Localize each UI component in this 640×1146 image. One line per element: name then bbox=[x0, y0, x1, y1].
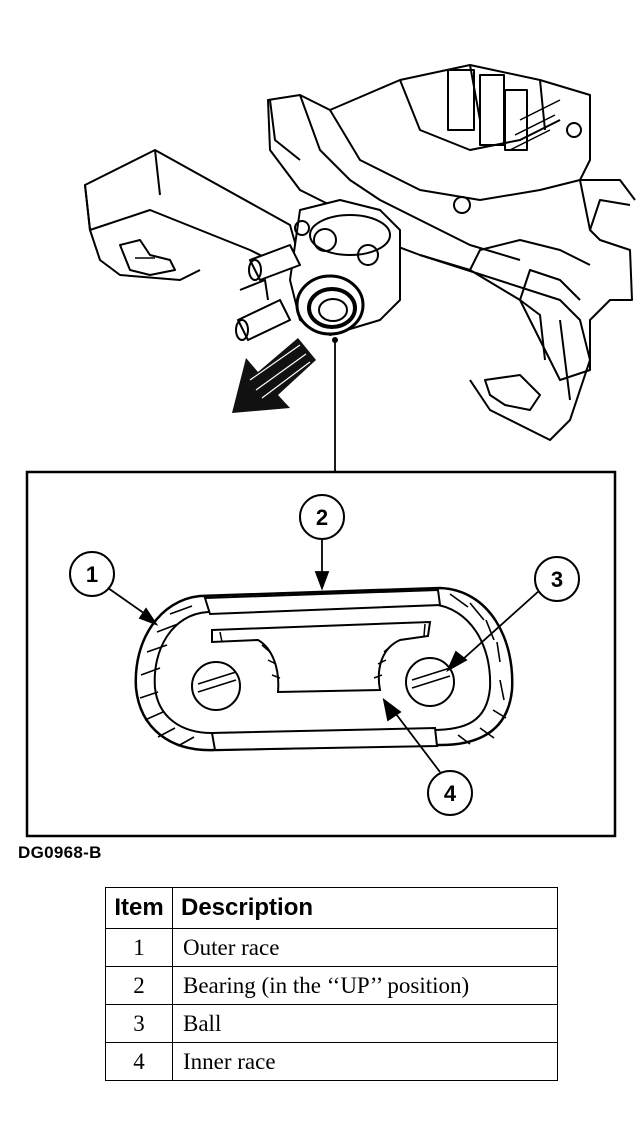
steering-column-assembly-illustration bbox=[84, 64, 636, 441]
view-direction-arrow bbox=[232, 338, 316, 413]
figure-code: DG0968-B bbox=[18, 843, 102, 862]
callout-3: 3 bbox=[534, 556, 580, 602]
callout-2: 2 bbox=[299, 494, 345, 540]
header-description: Description bbox=[172, 887, 558, 929]
callout-4: 4 bbox=[427, 770, 473, 816]
svg-text:4: 4 bbox=[444, 781, 457, 806]
legend-header-row: Item Description bbox=[105, 887, 558, 929]
table-row: 3 Ball bbox=[105, 1004, 558, 1043]
table-row: 2 Bearing (in the ‘‘UP’’ position) bbox=[105, 966, 558, 1005]
bearing-cross-section bbox=[134, 586, 514, 752]
steering-column-diagram: 1 2 3 4 bbox=[25, 64, 636, 838]
callout-leaders bbox=[107, 533, 541, 773]
item-number: 4 bbox=[105, 1042, 173, 1081]
svg-text:3: 3 bbox=[551, 567, 563, 592]
svg-text:2: 2 bbox=[316, 505, 328, 530]
svg-text:1: 1 bbox=[86, 562, 98, 587]
item-number: 1 bbox=[105, 928, 173, 967]
item-description: Bearing (in the ‘‘UP’’ position) bbox=[172, 966, 558, 1005]
table-row: 1 Outer race bbox=[105, 928, 558, 967]
legend-table: Item Description 1 Outer race 2 Bearing … bbox=[105, 887, 558, 1081]
item-description: Ball bbox=[172, 1004, 558, 1043]
item-description: Outer race bbox=[172, 928, 558, 967]
item-number: 3 bbox=[105, 1004, 173, 1043]
item-number: 2 bbox=[105, 966, 173, 1005]
callout-1: 1 bbox=[69, 551, 115, 597]
table-row: 4 Inner race bbox=[105, 1042, 558, 1081]
item-description: Inner race bbox=[172, 1042, 558, 1081]
header-item: Item bbox=[105, 887, 173, 929]
